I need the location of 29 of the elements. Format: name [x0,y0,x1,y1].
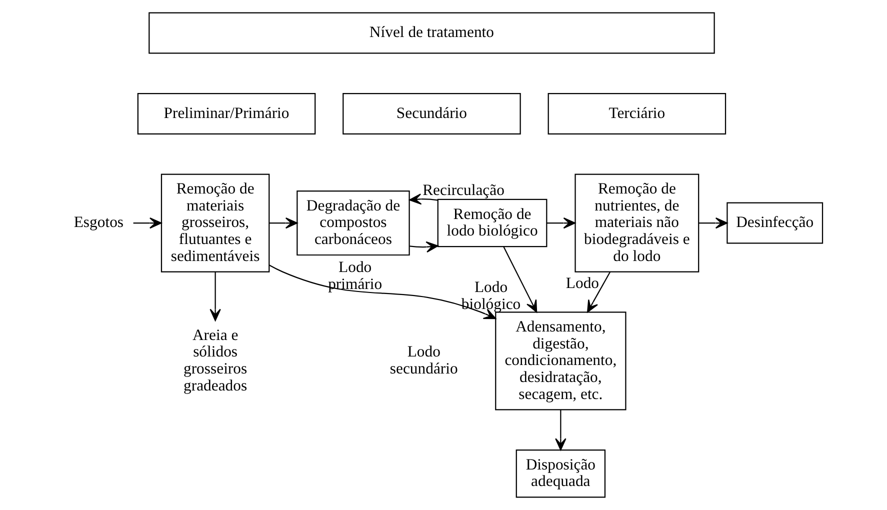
edge-label: Lodo primário [328,259,382,293]
node-box: Nível de tratamento [148,12,715,54]
arrow [269,264,496,320]
label: Lodo secundário [390,344,458,378]
node-box: Remoção de materiais grosseiros, flutuantes e sedimentáveis [160,174,270,272]
node-box: Disposição adequada [516,450,606,498]
node-text: Areia e sólidos grosseiros gradeados [183,326,248,394]
arrow [587,272,611,313]
edge-label: Lodo [566,274,600,292]
node-text: Esgotos [74,214,124,232]
node-box: Desinfecção [726,202,824,244]
node-box: Terciário [548,92,726,134]
arrow [210,272,221,322]
node-box: Adensamento, digestão, condicionamento, desidratação, secagem, etc. [495,312,626,410]
arrow [555,410,566,450]
edge-label: Lodo biológico [461,279,521,313]
arrow [546,217,576,229]
node-box: Secundário [342,92,521,134]
arrow [269,217,298,229]
node-box: Preliminar/Primário [137,92,316,134]
arrow [410,241,438,252]
arrow [503,246,538,313]
node-box: Remoção de lodo biológico [437,198,548,248]
arrow [409,194,438,205]
node-box: Remoção de nutrientes, de materiais não biodegradáveis e do lodo [574,174,700,272]
edge-label: Recirculação [422,182,504,199]
arrow [698,217,728,229]
arrow [133,217,162,229]
node-box: Degradação de compostos carbonáceos [296,190,410,256]
